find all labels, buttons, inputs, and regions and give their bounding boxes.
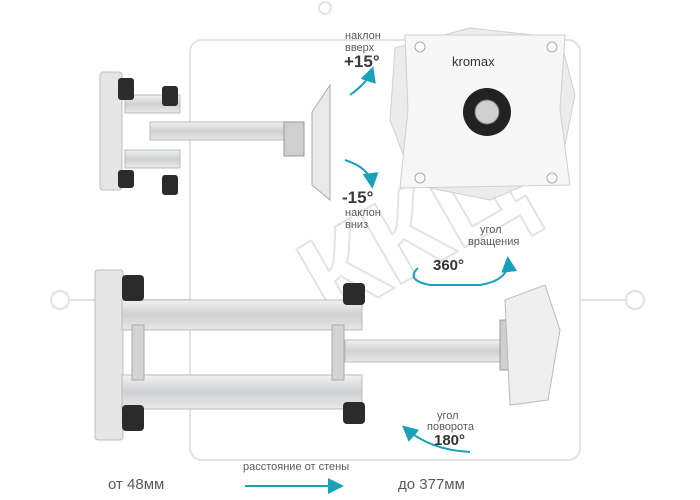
rotation-angle: 360° (433, 257, 465, 274)
vesa-plate: kromax (389, 27, 576, 201)
bottom-bracket (94, 269, 561, 441)
top-bracket (99, 71, 331, 202)
swivel-label-1: угол (437, 410, 459, 422)
tilt-down-angle: -15° (342, 188, 374, 207)
distance-max: до 377мм (398, 476, 465, 493)
rotation-label-1: угол (480, 224, 502, 236)
brand-logo: kromax (452, 54, 495, 69)
swivel-angle: 180° (434, 432, 466, 449)
tilt-up-label-1: наклон (345, 30, 381, 42)
distance-min: от 48мм (108, 476, 165, 493)
swivel-arrow (401, 425, 471, 453)
tilt-down-label-2: вниз (345, 219, 369, 231)
tilt-up-label-2: вверх (345, 42, 375, 54)
distance-label: расстояние от стены (243, 461, 350, 473)
tilt-down-label-1: наклон (345, 207, 381, 219)
tilt-up-angle: +15° (344, 52, 380, 71)
rotation-arrow (412, 256, 518, 286)
tilt-down-arrow (344, 159, 379, 189)
tilt-up-arrow (349, 66, 376, 96)
rotation-label-2: вращения (468, 236, 520, 248)
swivel-label-2: поворота (427, 421, 474, 433)
